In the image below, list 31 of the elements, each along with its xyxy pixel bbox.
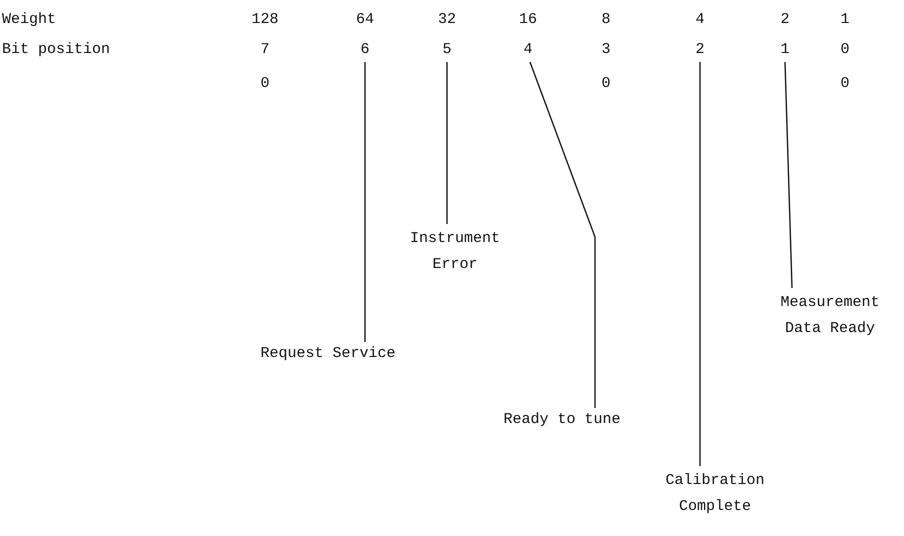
leader-line: [529, 62, 596, 408]
status-label: Measurement Data Ready: [770, 290, 890, 342]
bit-number: 6: [360, 40, 370, 60]
leader-line: [784, 62, 793, 288]
bit-number: 3: [602, 40, 610, 60]
bit-value: 0: [260, 74, 270, 94]
leader-line: [364, 62, 366, 342]
weight-value: 2: [780, 10, 790, 30]
weight-value: 128: [252, 10, 278, 30]
bit-number: 4: [524, 40, 532, 60]
bit-number: 7: [260, 40, 270, 60]
weight-value: 64: [356, 10, 374, 30]
bit-value: 0: [602, 74, 610, 94]
bit-number: 1: [780, 40, 790, 60]
status-label: Request Service: [260, 344, 396, 364]
bit-number: 0: [840, 40, 850, 60]
leader-line: [446, 62, 448, 224]
row-label: Weight: [2, 10, 56, 30]
bit-number: 5: [442, 40, 452, 60]
weight-value: 32: [438, 10, 456, 30]
weight-value: 16: [519, 10, 537, 30]
weight-value: 1: [840, 10, 850, 30]
weight-value: 4: [696, 10, 704, 30]
leader-line: [699, 62, 701, 466]
weight-value: 8: [602, 10, 610, 30]
bit-value: 0: [840, 74, 850, 94]
status-label: Instrument Error: [395, 226, 515, 278]
status-label: Calibration Complete: [655, 468, 775, 520]
row-label: Bit position: [2, 40, 110, 60]
bit-number: 2: [696, 40, 704, 60]
status-label: Ready to tune: [503, 410, 621, 430]
